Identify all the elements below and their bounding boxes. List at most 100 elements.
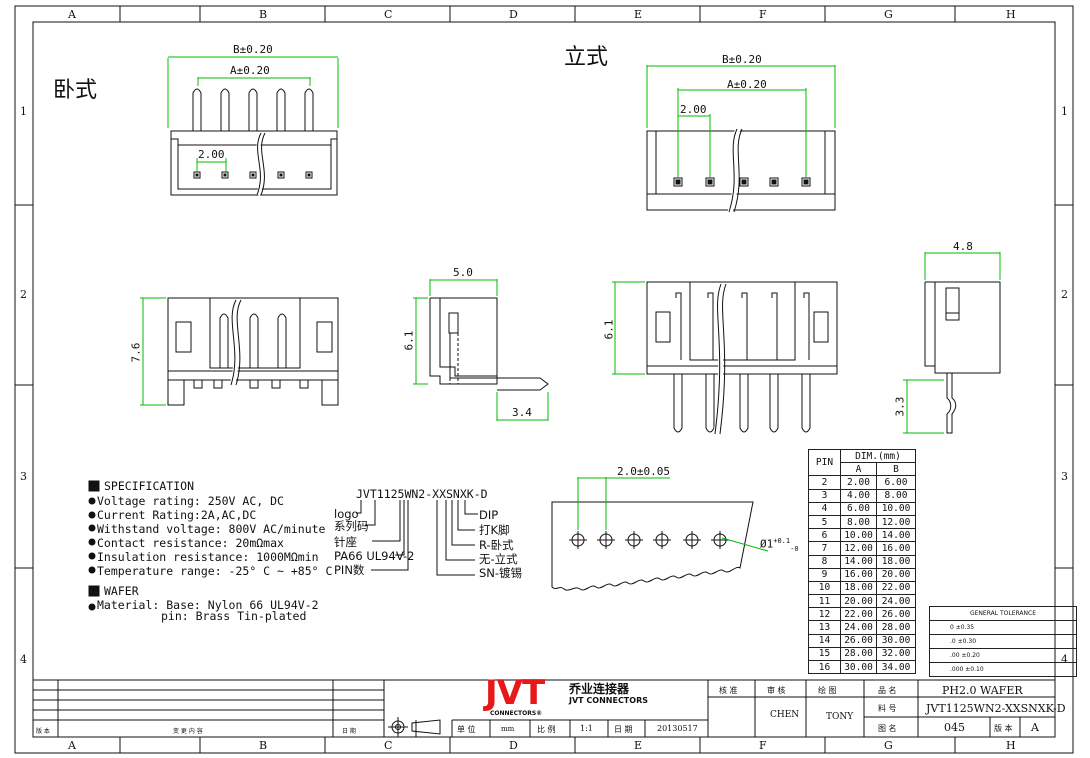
label-change: 变 更 内 容 xyxy=(173,728,203,735)
zone-col-top: B xyxy=(259,8,268,21)
table-cell: 2 xyxy=(808,475,841,490)
version: A xyxy=(1031,721,1039,734)
label-rev: 版 本 xyxy=(36,728,50,735)
table-cell: 22.00 xyxy=(840,607,877,622)
table-cell: 3 xyxy=(808,488,841,503)
tolerance-row: .0 ±0.30 xyxy=(929,634,1077,649)
table-cell: 12 xyxy=(808,607,841,622)
pin-tail xyxy=(739,374,749,433)
pin xyxy=(771,292,778,360)
code-right-label: SN-镀锡 xyxy=(479,566,523,580)
zone-row-left: 1 xyxy=(20,105,27,118)
zone-col-top: G xyxy=(884,8,893,21)
side-height: 6.1 xyxy=(402,330,416,351)
table-cell: 24.00 xyxy=(840,620,877,635)
zone-col-bottom: A xyxy=(68,739,76,752)
front-height: 7.6 xyxy=(129,342,143,363)
table-cell: 9 xyxy=(808,567,841,582)
jvt-logo-sub: CONNECTORS® xyxy=(490,710,543,717)
pin-foot xyxy=(249,379,259,389)
zone-col-bottom: C xyxy=(384,739,393,752)
table-cell: 11 xyxy=(808,594,841,609)
table-cell: 14 xyxy=(808,633,841,648)
label-name: 品 名 xyxy=(878,686,897,695)
end-tail: 3.3 xyxy=(893,396,907,417)
label-approve: 核 准 xyxy=(719,686,738,695)
unit: mm xyxy=(501,725,515,733)
table-cell: 26.00 xyxy=(840,633,877,648)
table-cell: 30.00 xyxy=(840,659,877,675)
zone-col-top: H xyxy=(1006,8,1016,21)
dim-b-horizontal: B±0.20 xyxy=(233,43,273,56)
label-rev-date: 日 期 xyxy=(342,728,356,735)
scale: 1:1 xyxy=(580,724,593,733)
pin xyxy=(707,292,714,360)
spec-item: Contact resistance: 20mΩmax xyxy=(97,536,284,550)
table-cell: 18.00 xyxy=(840,580,877,596)
pin-square xyxy=(769,177,779,187)
drawing-number: 045 xyxy=(944,721,965,734)
spec-item: Voltage rating: 250V AC, DC xyxy=(97,494,284,508)
table-cell: 8.00 xyxy=(876,488,916,503)
table-cell: 12.00 xyxy=(876,514,916,530)
table-cell: 10.00 xyxy=(876,501,916,516)
pin-foot xyxy=(271,379,281,389)
pin xyxy=(803,292,810,360)
zone-row-left: 4 xyxy=(20,653,27,666)
part-number: JVT1125WN2-XXSNXK-D xyxy=(926,702,1066,715)
spec-title: SPECIFICATION xyxy=(104,479,195,493)
label-date: 日 期 xyxy=(614,725,633,734)
zone-row-right: 2 xyxy=(1061,288,1068,301)
label-unit: 单 位 xyxy=(457,725,476,734)
zone-col-top: F xyxy=(759,8,767,21)
label-scale: 比 例 xyxy=(537,725,556,734)
pin xyxy=(276,88,286,131)
spec-item: Insulation resistance: 1000MΩmin xyxy=(97,550,319,564)
pin-square xyxy=(249,171,257,179)
checker: CHEN xyxy=(770,710,800,720)
table-cell: 14.00 xyxy=(876,528,916,543)
label-review: 审 核 xyxy=(767,686,786,695)
table-cell: 20.00 xyxy=(876,567,916,582)
a-header: A xyxy=(840,462,877,477)
pin xyxy=(675,292,682,360)
pin-square xyxy=(277,171,285,179)
table-cell: 12.00 xyxy=(840,541,877,556)
code-left-label: PIN数 xyxy=(334,563,365,577)
table-cell: 8 xyxy=(808,554,841,569)
pcb-pitch: 2.0±0.05 xyxy=(617,465,670,478)
end-width: 4.8 xyxy=(953,240,973,253)
table-cell: 34.00 xyxy=(876,659,916,675)
jvt-logo: JVT xyxy=(485,673,545,713)
end-view xyxy=(903,252,1001,434)
table-cell: 28.00 xyxy=(876,620,916,635)
pin xyxy=(192,88,202,131)
table-cell: 16.00 xyxy=(840,567,877,582)
date: 20130517 xyxy=(657,724,698,733)
label-draw: 绘 图 xyxy=(818,686,837,695)
pin-square xyxy=(739,177,749,187)
zone-col-bottom: G xyxy=(884,739,893,752)
zone-col-bottom: D xyxy=(509,739,518,752)
tolerance-row: .00 ±0.20 xyxy=(929,648,1077,663)
zone-row-right: 1 xyxy=(1061,105,1068,118)
table-cell: 2.00 xyxy=(840,475,877,490)
zone-col-bottom: E xyxy=(634,739,643,752)
pin-tail xyxy=(673,374,683,433)
table-cell: 4.00 xyxy=(840,488,877,503)
horizontal-top-view xyxy=(167,56,339,196)
zone-col-bottom: H xyxy=(1006,739,1016,752)
horizontal-front-view xyxy=(140,297,339,406)
horizontal-title: 卧式 xyxy=(53,78,98,103)
tolerance-row: 0 ±0.35 xyxy=(929,620,1077,635)
zone-col-top: C xyxy=(384,8,393,21)
pin-tail xyxy=(801,374,811,433)
